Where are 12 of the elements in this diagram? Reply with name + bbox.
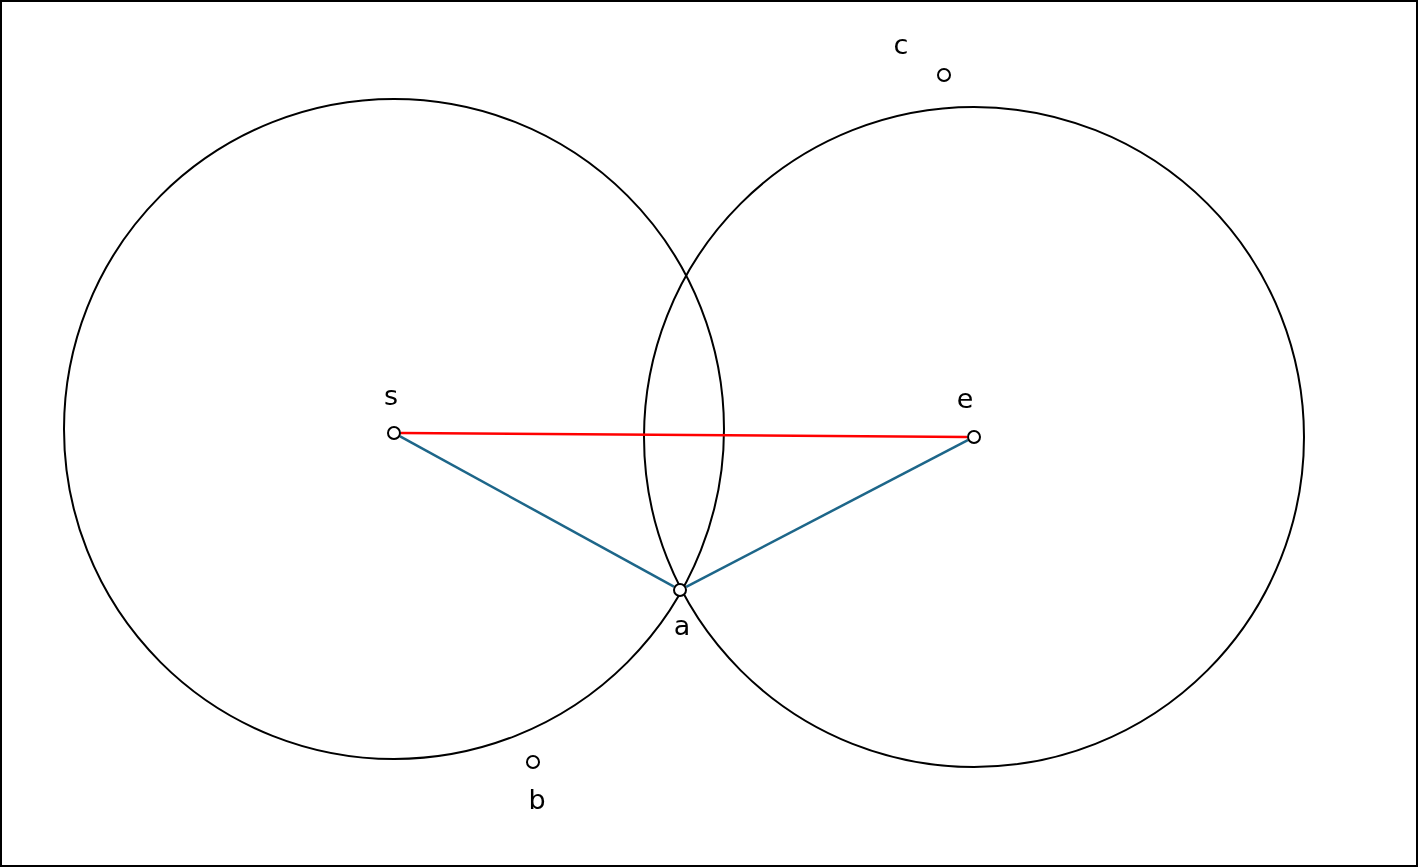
point-label: s xyxy=(383,382,399,409)
point-label: c xyxy=(893,31,909,58)
point-marker xyxy=(526,755,540,769)
line-segment xyxy=(401,431,967,439)
point-marker xyxy=(387,426,401,440)
point-marker xyxy=(967,430,981,444)
point-label: e xyxy=(956,385,974,412)
point-label: b xyxy=(528,786,546,813)
point-label: a xyxy=(673,612,691,639)
point-marker xyxy=(673,583,687,597)
line-segment xyxy=(685,439,969,588)
point-marker xyxy=(937,68,951,82)
